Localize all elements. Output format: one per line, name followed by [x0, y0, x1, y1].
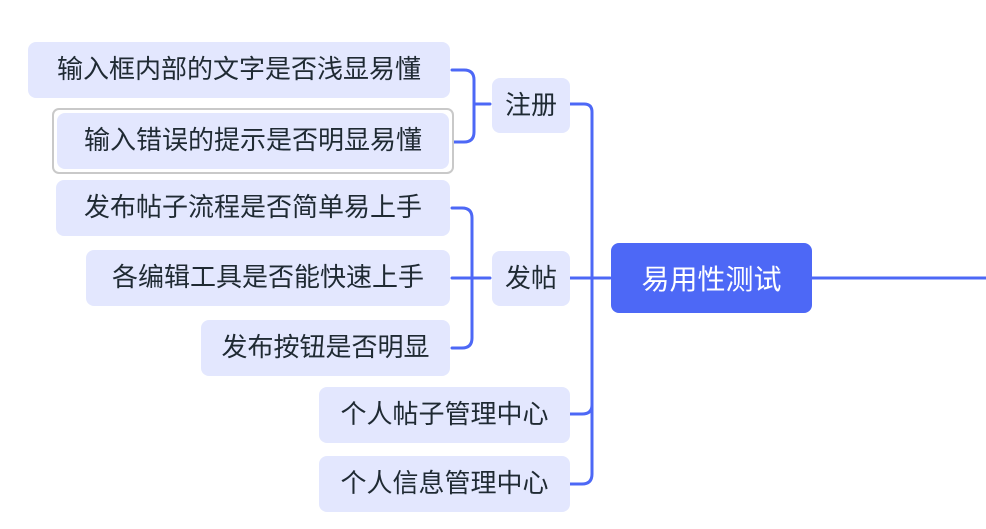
branch-label: 个人帖子管理中心: [340, 400, 549, 430]
branch-node-personal-info[interactable]: 个人信息管理中心: [319, 456, 570, 512]
branch-label: 发帖: [504, 263, 557, 294]
branch-node-personal-posts[interactable]: 个人帖子管理中心: [319, 387, 570, 443]
selection-frame: [52, 108, 454, 174]
root-node[interactable]: 易用性测试: [611, 243, 812, 313]
leaf-node[interactable]: 发布按钮是否明显: [201, 320, 450, 376]
bracket-zhuce: [450, 68, 492, 144]
leaf-node-selected[interactable]: 输入错误的提示是否明显易懂: [57, 113, 449, 169]
leaf-label: 输入错误的提示是否明显易懂: [83, 126, 422, 156]
branch-node-fatie[interactable]: 发帖: [492, 251, 570, 306]
branch-node-zhuce[interactable]: 注册: [492, 78, 570, 133]
branch-label: 个人信息管理中心: [340, 469, 549, 499]
leaf-label: 发布按钮是否明显: [221, 333, 430, 363]
leaf-label: 各编辑工具是否能快速上手: [111, 263, 424, 293]
leaf-label: 发布帖子流程是否简单易上手: [83, 193, 422, 223]
leaf-node[interactable]: 输入框内部的文字是否浅显易懂: [28, 42, 450, 98]
branch-label: 注册: [504, 90, 557, 121]
leaf-node[interactable]: 各编辑工具是否能快速上手: [86, 250, 450, 306]
spine-link-personal-posts: [568, 403, 594, 416]
root-label: 易用性测试: [641, 263, 782, 296]
main-spine: [568, 102, 594, 486]
bracket-fatie: [450, 206, 492, 350]
leaf-node[interactable]: 发布帖子流程是否简单易上手: [56, 180, 450, 236]
leaf-label: 输入框内部的文字是否浅显易懂: [56, 55, 421, 85]
